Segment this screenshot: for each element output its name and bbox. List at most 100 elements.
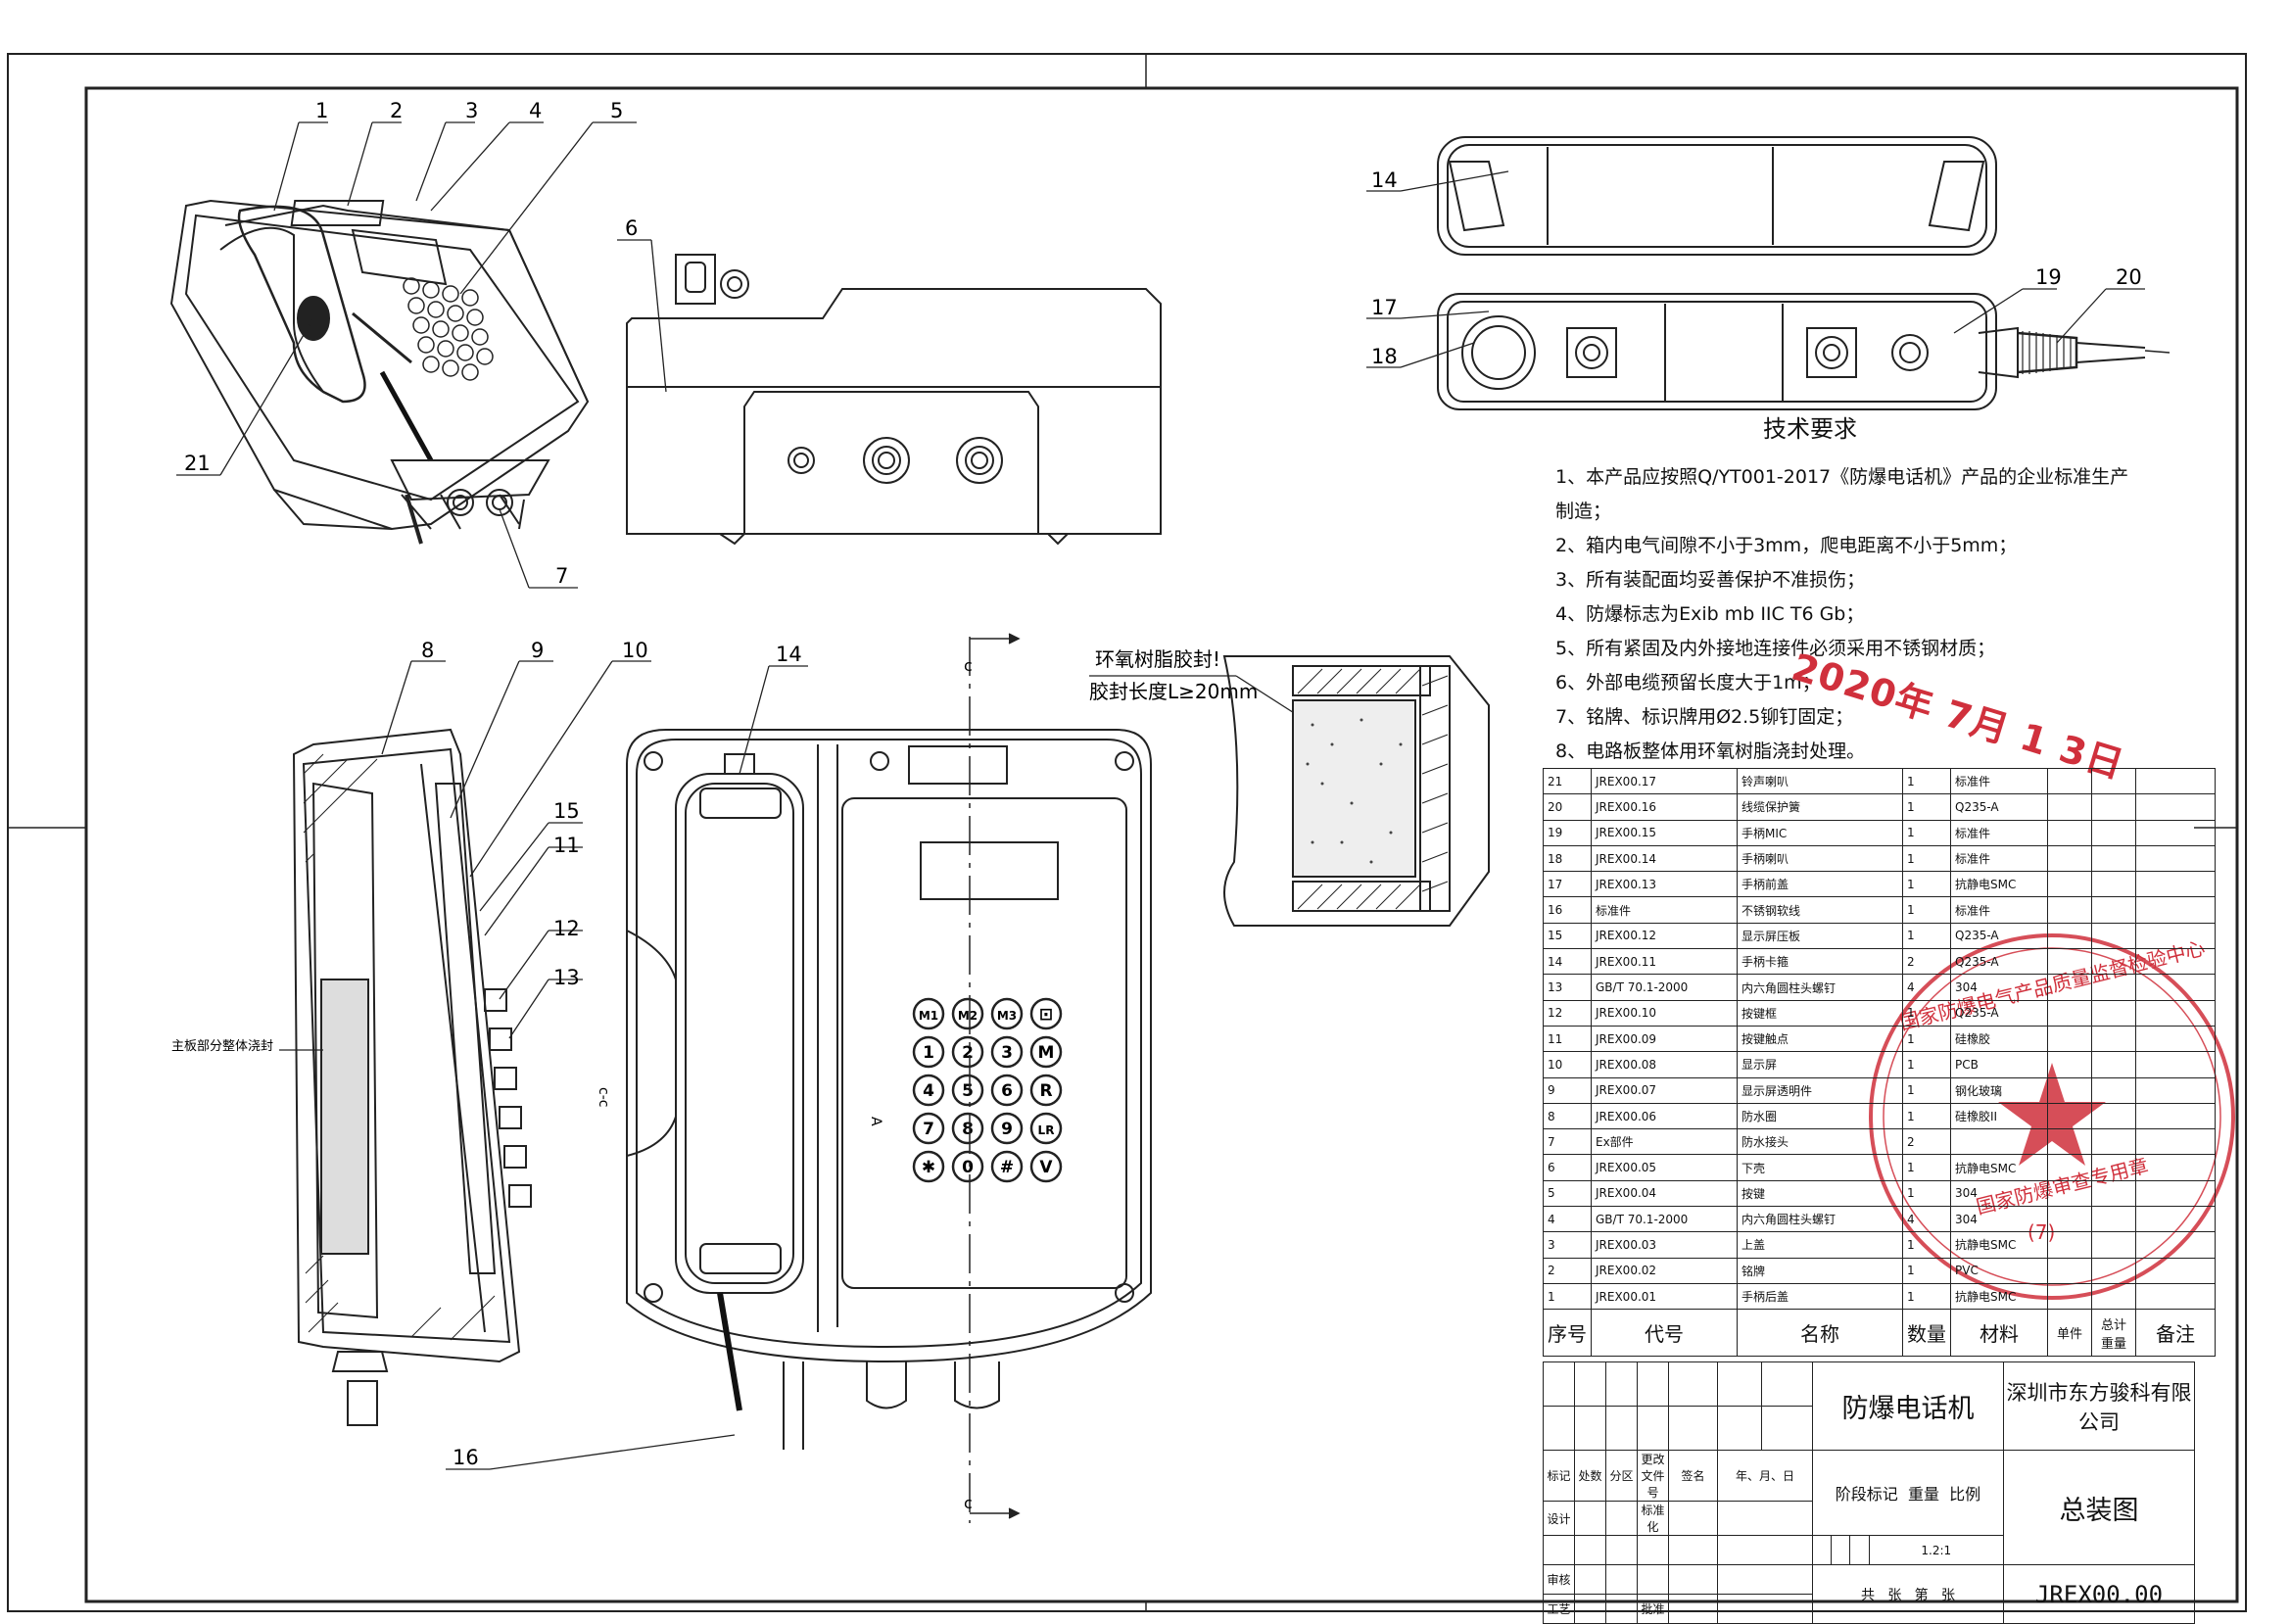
bom-cell-no: 16 <box>1543 896 1592 924</box>
scale: 1.2:1 <box>1868 1535 2005 1565</box>
drawing-title: 总装图 <box>2003 1450 2195 1565</box>
bom-cell-name: 上盖 <box>1737 1231 1903 1259</box>
bom-cell-empty <box>2047 793 2092 821</box>
bom-cell-empty <box>2091 1154 2136 1181</box>
bom-cell-empty <box>2135 896 2216 924</box>
tb-stage: 阶段标记 重量 比例 <box>1812 1450 2004 1536</box>
bom-cell-empty <box>2135 1076 2216 1104</box>
req-item: 5、所有紧固及内外接地连接件必须采用不锈钢材质； <box>1555 638 1996 659</box>
bom-header-name: 名称 <box>1737 1309 1903 1358</box>
bom-cell-name: 下壳 <box>1737 1154 1903 1181</box>
bom-header-qty: 数量 <box>1902 1309 1951 1358</box>
bom-cell-no: 2 <box>1543 1257 1592 1284</box>
keypad-key-label: M3 <box>997 1009 1017 1023</box>
section-view-cc <box>292 728 521 1426</box>
bom-cell-qty: 1 <box>1902 999 1951 1027</box>
bom-cell-name: 显示屏 <box>1737 1051 1903 1078</box>
bom-cell-code: JREX00.02 <box>1591 1257 1738 1284</box>
bom-cell-name: 手柄后盖 <box>1737 1282 1903 1311</box>
bom-cell-code: JREX00.10 <box>1591 999 1738 1027</box>
req-item: 7、铭牌、标识牌用Ø2.5铆钉固定； <box>1555 706 1854 728</box>
bom-cell-empty <box>2135 1282 2216 1311</box>
bom-cell-code: JREX00.12 <box>1591 922 1738 950</box>
bom-cell-empty <box>2091 999 2136 1027</box>
epoxy-detail-hatch <box>1297 668 1449 910</box>
bom-cell-no: 4 <box>1543 1206 1592 1233</box>
keypad-key-label: V <box>1039 1158 1053 1177</box>
tb-sheets: 共 张 第 张 <box>1812 1564 2004 1624</box>
bom-cell-qty: 1 <box>1902 1282 1951 1311</box>
bom-cell-code: JREX00.08 <box>1591 1051 1738 1078</box>
bom-cell-qty: 1 <box>1902 1025 1951 1053</box>
bom-cell-empty <box>2047 844 2092 873</box>
callout-1: 1 <box>315 99 328 122</box>
keypad-key <box>1029 1112 1063 1145</box>
bom-cell-empty <box>2135 819 2216 846</box>
callout-13: 13 <box>553 966 580 989</box>
bom-cell-no: 21 <box>1543 767 1592 795</box>
bom-cell-code: JREX00.09 <box>1591 1025 1738 1053</box>
callout-4: 4 <box>529 99 542 122</box>
bom-cell-empty <box>2135 1128 2216 1156</box>
callout-15: 15 <box>553 799 580 823</box>
bom-cell-qty: 2 <box>1902 1128 1951 1156</box>
callout-5: 5 <box>610 99 623 122</box>
bom-cell-qty: 1 <box>1902 1154 1951 1181</box>
bom-cell-no: 11 <box>1543 1025 1592 1053</box>
bom-cell-empty <box>2135 1206 2216 1233</box>
tech-requirements-title: 技术要求 <box>1763 415 1857 443</box>
isometric-keypad <box>403 277 494 381</box>
req-item: 2、箱内电气间隙不小于3mm，爬电距离不小于5mm； <box>1555 535 2018 556</box>
keypad-key <box>1029 1150 1063 1183</box>
bom-cell-material: Q235-A <box>1950 922 2048 950</box>
inner-border <box>84 86 2239 1603</box>
bom-cell-code: GB/T 70.1-2000 <box>1591 1206 1738 1233</box>
callout-7: 7 <box>555 564 568 588</box>
bom-cell-material: Q235-A <box>1950 948 2048 976</box>
callout-3: 3 <box>465 99 478 122</box>
epoxy-detail <box>1222 655 1490 927</box>
keypad-key-label: M2 <box>958 1009 978 1023</box>
tb-review: 审核 <box>1543 1564 1575 1595</box>
bom-cell-material: PVC <box>1950 1257 2048 1284</box>
keypad-key-label: 5 <box>962 1081 974 1101</box>
drawing-number: JREX00.00 <box>2003 1564 2195 1624</box>
bom-cell-empty <box>2135 1025 2216 1053</box>
bom-cell-code: Ex部件 <box>1591 1128 1738 1156</box>
callout-11: 11 <box>553 834 580 857</box>
tech-requirements: 1、本产品应按照Q/YT001-2017《防爆电话机》产品的企业标准生产制造； … <box>1555 411 2143 769</box>
epoxy-note-1: 环氧树脂胶封! <box>1095 647 1220 671</box>
bom-cell-empty <box>2091 1257 2136 1284</box>
bom-cell-no: 1 <box>1543 1282 1592 1311</box>
bom-cell-qty: 1 <box>1902 1076 1951 1104</box>
bom-cell-material: Q235-A <box>1950 793 2048 821</box>
keypad-key-label: R <box>1039 1081 1052 1101</box>
keypad-key <box>990 1150 1024 1183</box>
section-mark-top: c <box>964 656 973 675</box>
keypad-key <box>951 1074 984 1107</box>
bom-cell-code: JREX00.04 <box>1591 1179 1738 1208</box>
bom-cell-empty <box>2091 1231 2136 1259</box>
bom-cell-name: 按键框 <box>1737 999 1903 1027</box>
bom-cell-empty <box>2091 767 2136 795</box>
bom-cell-qty: 1 <box>1902 1051 1951 1078</box>
bom-cell-material: 标准件 <box>1950 896 2048 924</box>
keypad-key-label: 1 <box>923 1043 934 1063</box>
bom-cell-qty: 1 <box>1902 819 1951 846</box>
bom-cell-qty: 1 <box>1902 844 1951 873</box>
bom-cell-code: GB/T 70.1-2000 <box>1591 974 1738 1001</box>
keypad-key-label: # <box>1000 1158 1014 1177</box>
bom-cell-empty <box>2047 1076 2092 1104</box>
keypad-key <box>951 1150 984 1183</box>
mainboard-note: 主板部分整体浇封 <box>171 1039 273 1054</box>
bom-cell-empty <box>2047 896 2092 924</box>
keypad-key-label: 0 <box>962 1158 974 1177</box>
